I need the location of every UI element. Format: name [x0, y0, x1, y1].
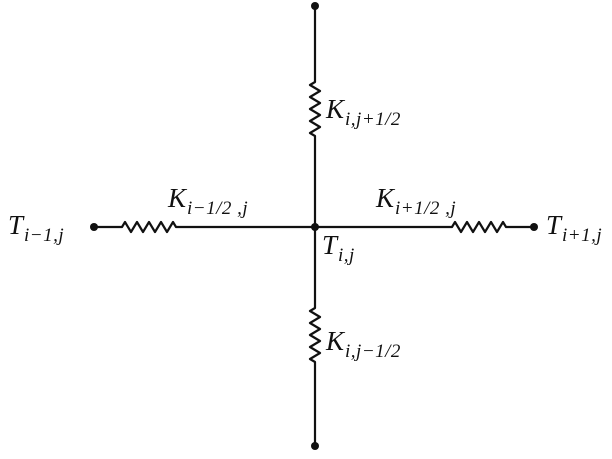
- label-node-right: Ti+1,j: [546, 210, 603, 246]
- node-bottom: [311, 442, 319, 450]
- label-resistor-south: Ki,j−1/2: [326, 326, 401, 362]
- label-resistor-north: Ki,j+1/2: [326, 94, 401, 130]
- wire-north: [308, 4, 322, 229]
- label-resistor-east: Ki+1/2 ,j: [376, 183, 457, 219]
- node-left: [90, 223, 98, 231]
- node-center: [311, 223, 319, 231]
- wire-east: [313, 220, 536, 234]
- wire-south: [308, 225, 322, 448]
- wire-west: [92, 220, 317, 234]
- node-right: [530, 223, 538, 231]
- label-node-center: Ti,j: [322, 230, 355, 266]
- node-top: [311, 2, 319, 10]
- label-resistor-west: Ki−1/2 ,j: [168, 183, 249, 219]
- label-node-left: Ti−1,j: [8, 210, 65, 246]
